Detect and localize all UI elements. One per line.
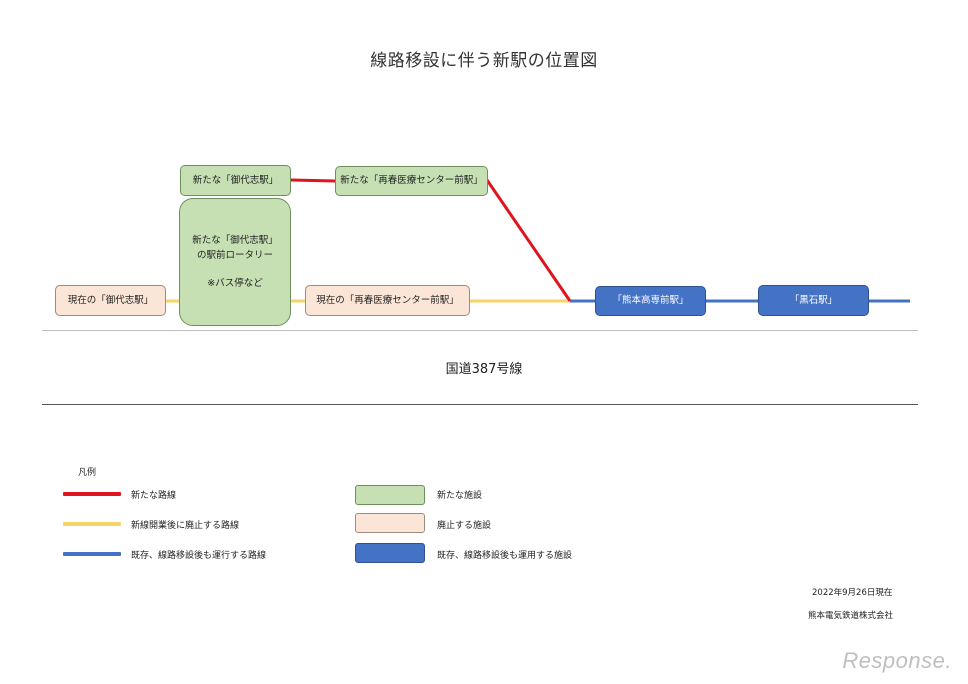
kumamoto-kosen-station: 「熊本高専前駅」: [595, 286, 706, 316]
kumamoto-kosen-label: 「熊本高専前駅」: [612, 295, 689, 307]
current-mishiro-label: 現在の「御代志駅」: [67, 294, 154, 306]
legend-existing-facility-label: 既存、線路移設後も運用する施設: [437, 551, 573, 561]
new-saishun-station: 新たな「再春医療センター前駅」: [335, 166, 488, 196]
rotary-line2: の駅前ロータリー: [196, 250, 273, 262]
road-top-edge: [42, 330, 918, 331]
response-watermark: Response.: [842, 648, 952, 673]
legend-abolished-facility-swatch: [355, 513, 425, 533]
date-note: 2022年9月26日現在: [812, 588, 893, 598]
kuroishi-station: 「黒石駅」: [758, 285, 869, 316]
legend-abolished-facility-label: 廃止する施設: [437, 521, 492, 531]
legend-existing-line-swatch: [63, 552, 121, 556]
road-label: 国道387号線: [445, 362, 523, 377]
kuroishi-label: 「黒石駅」: [789, 294, 838, 306]
legend-abolished-line-label: 新線開業後に廃止する路線: [131, 521, 240, 531]
company-name: 熊本電気鉄道株式会社: [808, 611, 894, 621]
legend-new-line-swatch: [63, 492, 121, 496]
current-saishun-station: 現在の「再春医療センター前駅」: [305, 285, 470, 316]
new-station-rotary: 新たな「御代志駅」 の駅前ロータリー ※バス停など: [179, 198, 291, 326]
legend-existing-line-label: 既存、線路移設後も運行する路線: [131, 551, 267, 561]
rotary-line3: ※バス停など: [207, 277, 263, 289]
legend-title: 凡例: [78, 468, 97, 478]
legend-new-line-label: 新たな路線: [131, 491, 177, 501]
rotary-line1: 新たな「御代志駅」: [192, 235, 278, 247]
current-saishun-label: 現在の「再春医療センター前駅」: [316, 294, 459, 306]
page-title: 線路移設に伴う新駅の位置図: [370, 51, 598, 71]
legend-abolished-line-swatch: [63, 522, 121, 526]
road-bottom-edge: [42, 404, 918, 405]
new-saishun-label: 新たな「再春医療センター前駅」: [340, 175, 483, 187]
current-mishiro-station: 現在の「御代志駅」: [55, 285, 166, 316]
new-mishiro-station: 新たな「御代志駅」: [180, 165, 291, 196]
legend-new-facility-swatch: [355, 485, 425, 505]
new-track: [290, 178, 572, 302]
legend-new-facility-label: 新たな施設: [437, 491, 483, 501]
legend-existing-facility-swatch: [355, 543, 425, 563]
new-mishiro-label: 新たな「御代志駅」: [192, 174, 279, 186]
